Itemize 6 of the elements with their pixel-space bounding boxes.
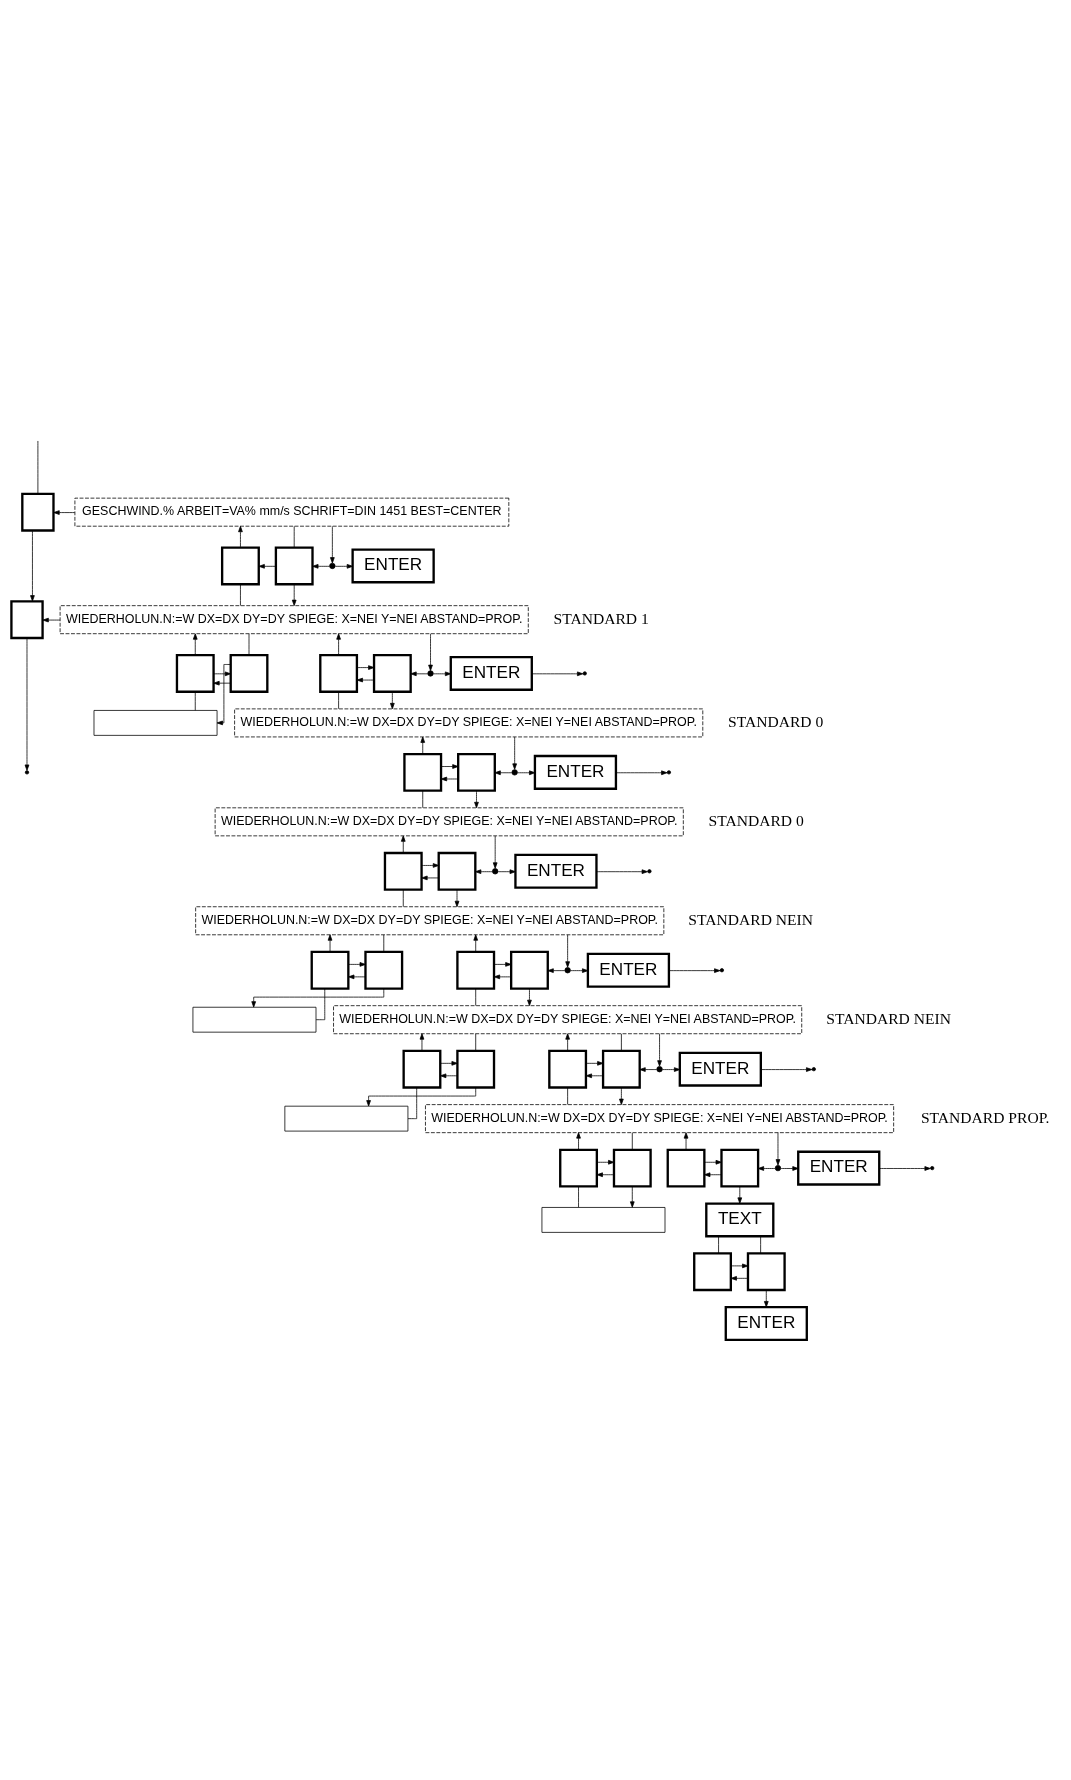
node-label: STANDARD NEIN (826, 1009, 951, 1027)
node-label: STANDARD NEIN (688, 910, 814, 928)
node-label: STANDARD 0 (728, 712, 824, 730)
node-label: STANDARD 1 (553, 609, 649, 627)
node-label: STANDARD 0 (708, 811, 804, 829)
node-label: STANDARD PROP. (920, 1108, 1050, 1126)
